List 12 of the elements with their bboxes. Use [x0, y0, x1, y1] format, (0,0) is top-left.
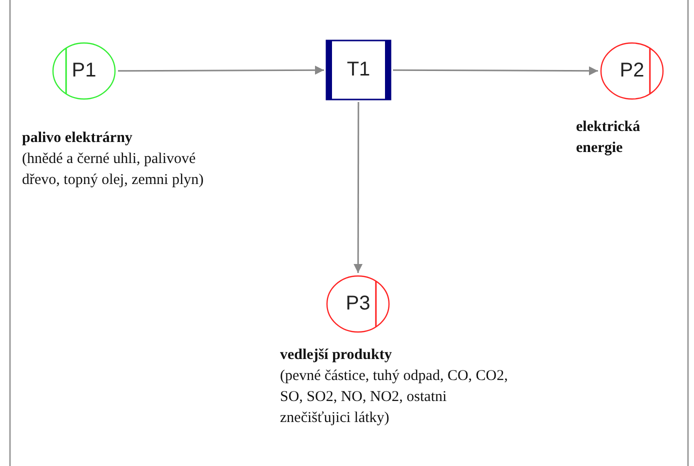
node-label: T1: [346, 58, 370, 82]
caption-heading: palivo elektrárny: [22, 129, 134, 148]
caption-text: (hnědé a černé uhli, palivové dřevo, topný olej, zemni plyn): [22, 150, 205, 190]
caption-heading: elektrická energie: [576, 118, 642, 158]
arrow: [118, 66, 324, 75]
caption-text: (pevné částice, tuhý odpad, CO, CO2, SO, SO2, NO, NO2, ostatni znečišťujici látky): [280, 367, 509, 428]
node-label: P1: [72, 60, 96, 82]
node-label: P2: [620, 60, 644, 82]
arrow: [354, 102, 363, 273]
node-label: P3: [346, 292, 370, 316]
caption-heading: vedlejší produkty: [280, 346, 393, 365]
arrow: [393, 66, 598, 76]
